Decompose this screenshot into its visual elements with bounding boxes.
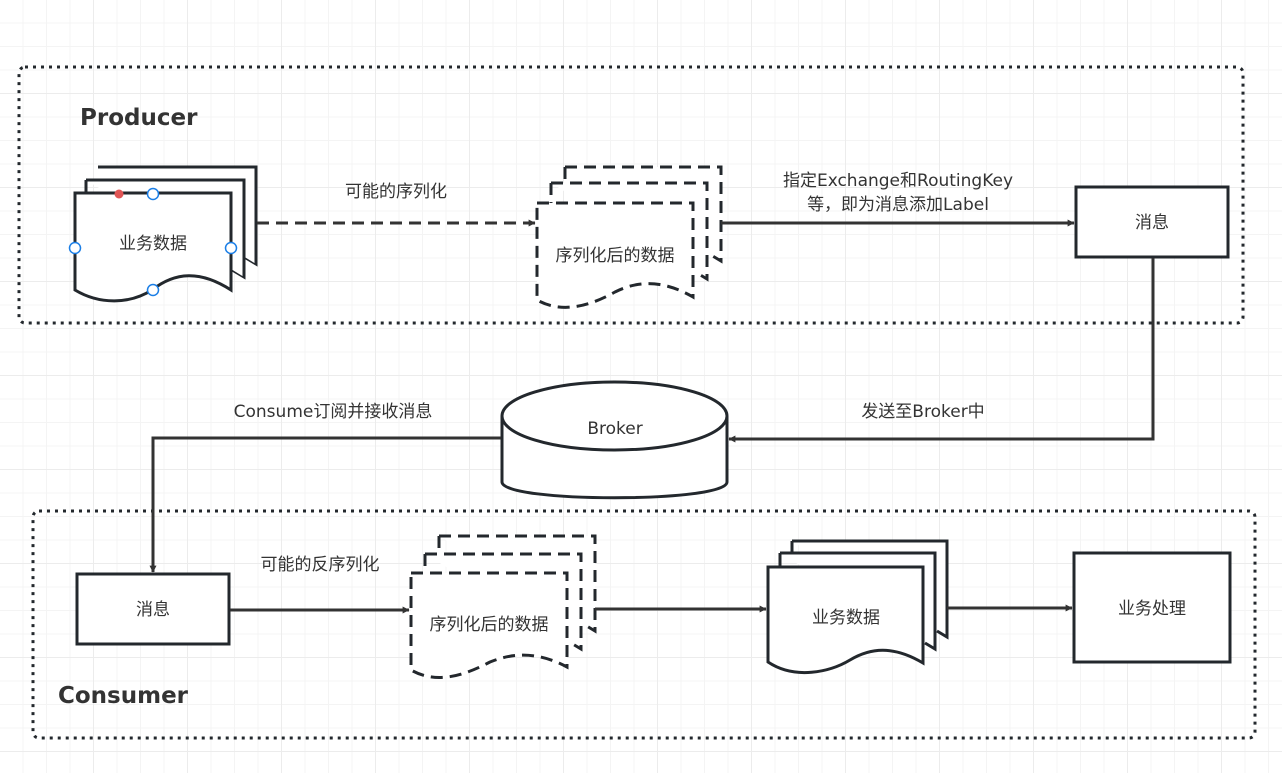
producer-title: Producer <box>80 105 198 131</box>
connection-handle-left[interactable] <box>68 241 82 255</box>
consumer-title: Consumer <box>58 683 189 709</box>
consumer-business-data-node[interactable]: 业务数据 <box>766 539 949 675</box>
edge-consume[interactable] <box>149 436 501 573</box>
connection-handle-top[interactable] <box>146 187 160 201</box>
edge-label-line2: 等，即为消息添加Label <box>807 195 989 215</box>
business-processing-node[interactable]: 业务处理 <box>1072 551 1232 664</box>
producer-message-label: 消息 <box>1135 213 1169 233</box>
producer-message-node[interactable]: 消息 <box>1074 185 1230 259</box>
edge-label-line1: 指定Exchange和RoutingKey <box>783 171 1013 191</box>
consumer-message-label: 消息 <box>136 600 170 620</box>
connection-handle-bottom[interactable] <box>146 283 160 297</box>
broker-node[interactable]: Broker <box>500 380 729 500</box>
business-processing-label: 业务处理 <box>1118 599 1186 619</box>
selection-anchor-icon[interactable] <box>114 189 124 199</box>
consumer-business-data-label: 业务数据 <box>812 608 880 628</box>
consumer-serialized-data-label: 序列化后的数据 <box>430 615 549 635</box>
producer-business-data-label: 业务数据 <box>119 234 187 254</box>
consumer-message-node[interactable]: 消息 <box>75 572 231 646</box>
producer-serialized-data-node[interactable]: 序列化后的数据 <box>535 165 723 309</box>
producer-business-data-node[interactable]: 业务数据 <box>68 165 258 303</box>
edge-serialize-label: 可能的序列化 <box>345 182 447 202</box>
broker-label: Broker <box>587 419 642 439</box>
consumer-group[interactable] <box>31 509 1257 740</box>
producer-serialized-data-label: 序列化后的数据 <box>556 246 675 266</box>
consumer-serialized-data-node[interactable]: 序列化后的数据 <box>409 534 597 679</box>
connection-handle-right[interactable] <box>224 241 238 255</box>
edge-send-label: 发送至Broker中 <box>861 402 984 422</box>
edge-consume-label: Consume订阅并接收消息 <box>234 402 433 422</box>
edge-send-to-broker[interactable] <box>728 258 1155 443</box>
edge-deserialize-label: 可能的反序列化 <box>261 555 380 575</box>
producer-group[interactable] <box>17 65 1245 325</box>
